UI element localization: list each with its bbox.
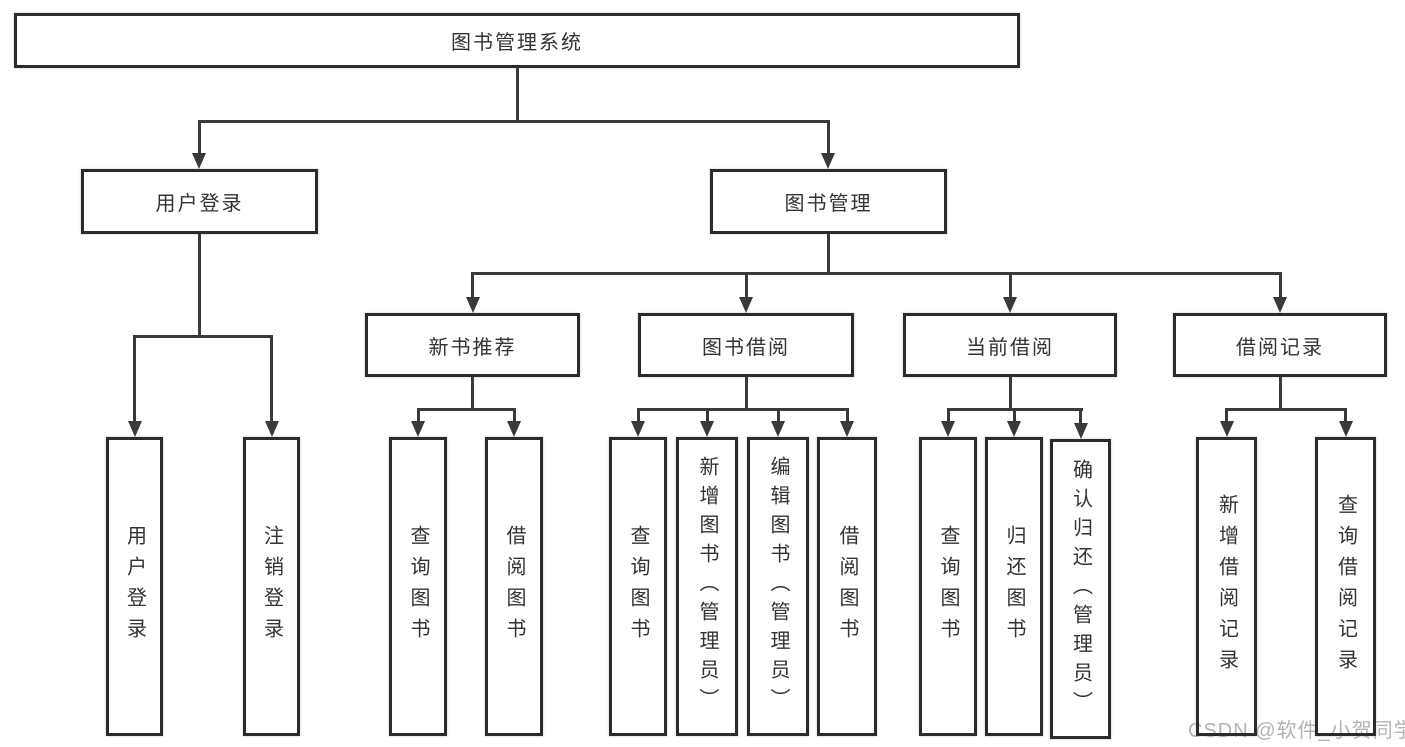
leaf-logout-label: 注销登录 [260, 524, 283, 649]
node-borrowing-records: 借阅记录 [1173, 313, 1387, 377]
leaf-logout: 注销登录 [243, 437, 300, 736]
connector-line [515, 67, 519, 120]
node-book-borrowing-label: 图书借阅 [702, 336, 790, 359]
leaf-records-add-record: 新增借阅记录 [1196, 437, 1257, 736]
leaf-current-return-books-label: 归还图书 [1003, 524, 1025, 649]
leaf-borrowing-query-books: 查询图书 [609, 437, 667, 736]
leaf-records-add-record-label: 新增借阅记录 [1215, 493, 1238, 680]
leaf-borrowing-add-books-label: 新增图书（管理员） [696, 456, 718, 717]
connector-line [636, 408, 849, 411]
arrow-down-icon [411, 421, 425, 437]
arrow-down-icon [264, 421, 279, 437]
leaf-borrowing-borrow-books-label: 借阅图书 [836, 524, 858, 649]
arrow-down-icon [941, 421, 955, 437]
node-current-borrowing-label: 当前借阅 [966, 336, 1054, 359]
leaf-user-login-label: 用户登录 [123, 524, 146, 649]
leaf-borrowing-query-books-label: 查询图书 [627, 524, 649, 649]
arrow-down-icon [1007, 421, 1021, 437]
arrow-down-icon [821, 153, 835, 169]
csdn-watermark: CSDN @软件_小贺同学 [1188, 720, 1405, 742]
connector-line [471, 377, 474, 408]
connector-line [197, 234, 201, 335]
connector-line [133, 335, 273, 338]
connector-line [744, 272, 748, 297]
connector-line [471, 272, 474, 297]
connector-line [1008, 377, 1012, 408]
connector-line [471, 272, 1282, 275]
connector-line [1225, 408, 1228, 421]
arrow-down-icon [1073, 423, 1088, 439]
node-library-system: 图书管理系统 [14, 13, 1020, 68]
leaf-newbook-query-books-label: 查询图书 [407, 524, 429, 649]
leaf-newbook-borrow-books: 借阅图书 [485, 437, 543, 736]
connector-line [1278, 377, 1282, 408]
leaf-borrowing-edit-books: 编辑图书（管理员） [747, 437, 809, 736]
connector-line [197, 120, 201, 153]
connector-line [826, 120, 830, 153]
leaf-borrowing-add-books: 新增图书（管理员） [676, 437, 738, 736]
arrow-down-icon [465, 297, 480, 313]
connector-line [1278, 272, 1282, 297]
connector-line [1344, 408, 1347, 421]
leaf-current-return-books: 归还图书 [985, 437, 1043, 736]
node-user-login: 用户登录 [81, 169, 318, 234]
connector-line [636, 408, 640, 421]
connector-line [845, 408, 849, 421]
arrow-down-icon [1219, 421, 1234, 437]
connector-line [744, 377, 748, 408]
arrow-down-icon [192, 153, 206, 169]
arrow-down-icon [631, 421, 645, 437]
leaf-newbook-borrow-books-label: 借阅图书 [503, 524, 525, 649]
connector-line [1079, 408, 1082, 423]
arrow-down-icon [739, 297, 753, 313]
arrow-down-icon [700, 421, 714, 437]
connector-line [512, 408, 516, 421]
leaf-current-query-books: 查询图书 [919, 437, 977, 736]
arrow-down-icon [1273, 297, 1287, 313]
node-library-system-label: 图书管理系统 [451, 32, 583, 54]
leaf-current-query-books-label: 查询图书 [937, 524, 959, 649]
connector-line [270, 335, 273, 421]
node-book-management-label: 图书管理 [784, 193, 873, 215]
connector-line [705, 408, 709, 421]
connector-line [416, 408, 420, 421]
arrow-down-icon [127, 421, 142, 437]
arrow-down-icon [1003, 297, 1017, 313]
leaf-borrowing-edit-books-label: 编辑图书（管理员） [767, 456, 789, 717]
connector-line [946, 408, 950, 421]
node-current-borrowing: 当前借阅 [903, 313, 1117, 377]
arrow-down-icon [507, 421, 521, 437]
arrow-down-icon [771, 421, 785, 437]
node-book-management: 图书管理 [710, 169, 947, 234]
node-borrowing-records-label: 借阅记录 [1236, 336, 1324, 359]
leaf-user-login: 用户登录 [106, 437, 163, 736]
leaf-borrowing-borrow-books: 借阅图书 [817, 437, 877, 736]
leaf-current-confirm-return: 确认归还（管理员） [1050, 439, 1111, 739]
leaf-current-confirm-return-label: 确认归还（管理员） [1069, 458, 1092, 720]
arrow-down-icon [840, 421, 854, 437]
arrow-down-icon [1338, 421, 1353, 437]
node-new-book-recommend: 新书推荐 [365, 313, 580, 377]
leaf-records-query-record: 查询借阅记录 [1315, 437, 1376, 736]
node-new-book-recommend-label: 新书推荐 [428, 336, 517, 359]
leaf-records-query-record-label: 查询借阅记录 [1334, 493, 1357, 680]
connector-line [1012, 408, 1016, 421]
node-user-login-label: 用户登录 [155, 193, 244, 215]
leaf-newbook-query-books: 查询图书 [389, 437, 447, 736]
connector-line [133, 335, 136, 421]
connector-line [776, 408, 780, 421]
connector-line [826, 234, 830, 272]
node-book-borrowing: 图书借阅 [638, 313, 854, 377]
connector-line [1008, 272, 1012, 297]
connector-line [416, 408, 516, 411]
connector-line [1225, 408, 1347, 411]
connector-line [197, 120, 830, 123]
